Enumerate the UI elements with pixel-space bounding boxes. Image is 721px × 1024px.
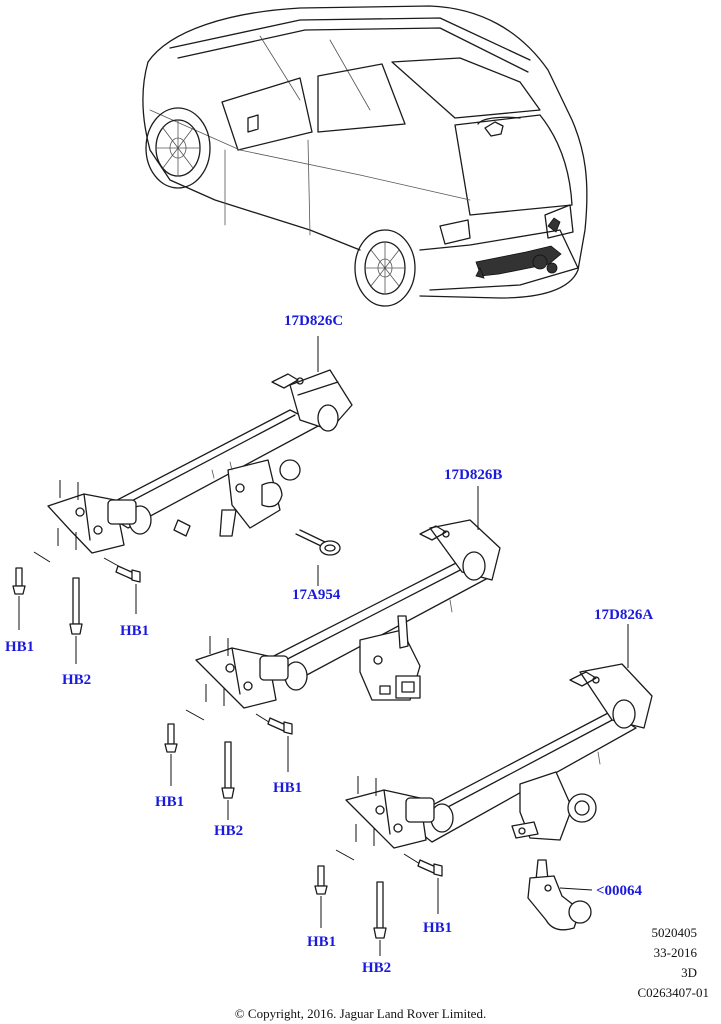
fasteners-17D826B [164,717,293,820]
callout-17D826B: 17D826B [444,467,503,483]
callout-17D826C: 17D826C [284,313,344,329]
callout-hb1-top-left: HB1 [5,639,35,655]
tow-bar-17D826C [33,336,353,586]
meta-illustration-id: C0263407-01 [637,985,710,1000]
callout-17A954: 17A954 [292,587,341,603]
callout-hb1-mid-right: HB1 [273,780,303,796]
meta-ref-number: 5020405 [651,925,698,940]
callout-hb2-top: HB2 [62,672,92,688]
callout-hb1-bottom-left: HB1 [307,934,337,950]
tow-bar-17D826A [335,624,653,931]
fasteners-17D826C [12,565,141,664]
callout-hb1-bottom-right: HB1 [423,920,453,936]
fasteners-17D826A [314,859,443,956]
callout-00064: <00064 [596,883,643,899]
vehicle-illustration [142,5,588,307]
callout-hb1-mid-left: HB1 [155,794,185,810]
callout-17D826A: 17D826A [594,607,654,623]
callout-hb2-mid: HB2 [214,823,244,839]
meta-date-code: 33-2016 [653,945,697,960]
callout-hb1-top-right: HB1 [120,623,150,639]
meta-view-type: 3D [681,965,697,980]
tow-bar-17D826B [185,486,501,725]
copyright-notice: © Copyright, 2016. Jaguar Land Rover Lim… [234,1006,487,1021]
callout-hb2-bottom: HB2 [362,960,392,976]
